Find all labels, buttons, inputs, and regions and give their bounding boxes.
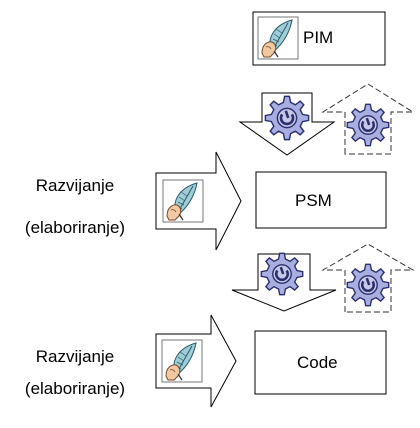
code-box bbox=[254, 330, 387, 395]
pim-quill-icon bbox=[257, 16, 299, 60]
elaboration-label-2-line1: Razvijanje bbox=[35, 347, 115, 366]
pim-label: PIM bbox=[303, 28, 334, 47]
gear-icon bbox=[264, 95, 310, 141]
elaboration-label-1-line2: (elaboriranje) bbox=[24, 218, 126, 237]
elaboration-label-2-line2: (elaboriranje) bbox=[24, 379, 126, 398]
gear-icon bbox=[346, 263, 390, 307]
gear-icon bbox=[346, 103, 390, 147]
gear-icon bbox=[260, 252, 304, 296]
code-label: Code bbox=[297, 353, 338, 372]
psm-box bbox=[255, 171, 387, 229]
elaboration-label-1-line1: Razvijanje bbox=[35, 176, 115, 195]
elaboration-quill-icon bbox=[162, 179, 204, 223]
elaboration-quill-icon bbox=[161, 339, 203, 383]
psm-label: PSM bbox=[295, 191, 332, 210]
